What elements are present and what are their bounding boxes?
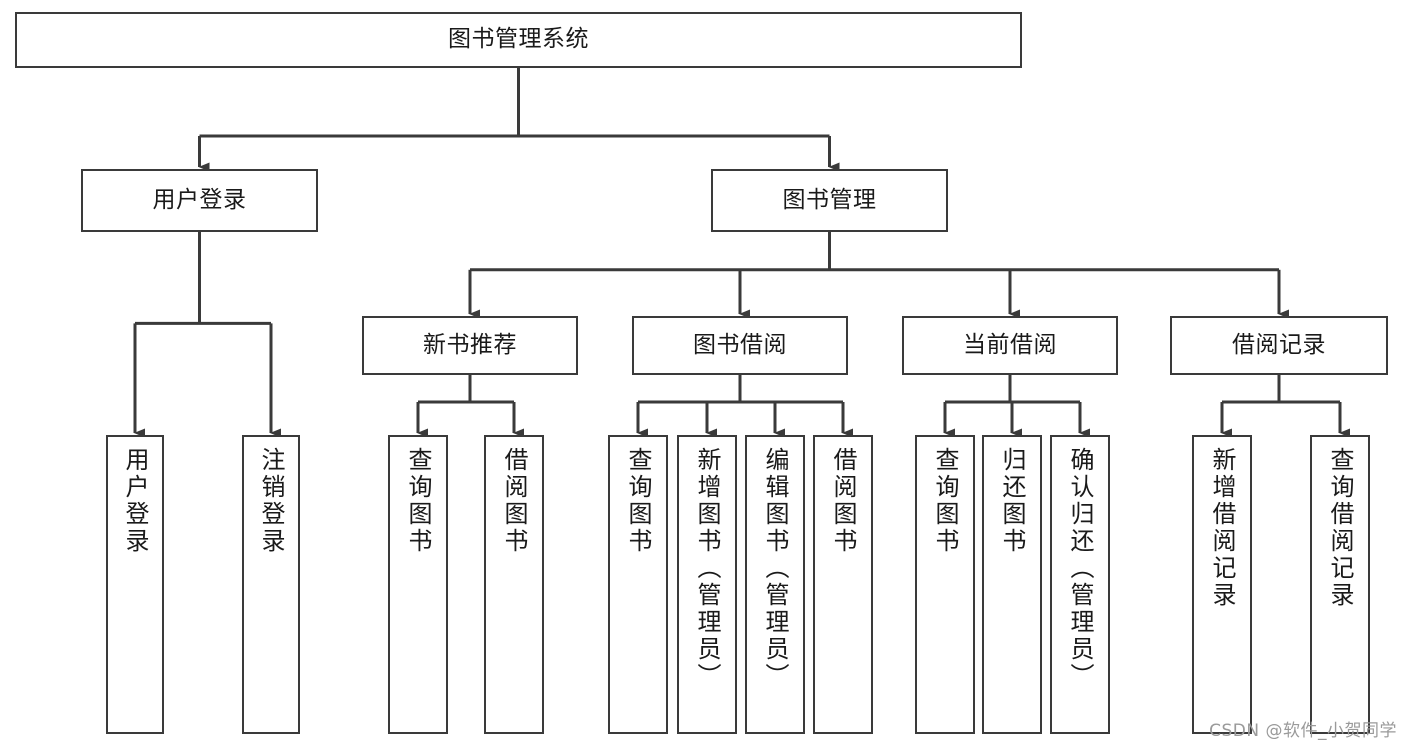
leaf-node-edit-book-admin[interactable]: 编辑图书（管理员） <box>745 435 805 734</box>
watermark-text: CSDN @软件_小贺同学 <box>1209 721 1397 741</box>
leaf-node-user-login[interactable]: 用户登录 <box>106 435 164 734</box>
node-label: 借阅图书 <box>829 447 857 555</box>
node-book-management[interactable]: 图书管理 <box>711 169 948 232</box>
node-label: 当前借阅 <box>963 331 1057 358</box>
node-label: 查询图书 <box>624 447 652 555</box>
node-label: 查询图书 <box>404 447 432 555</box>
node-label: 图书借阅 <box>693 331 787 358</box>
node-label: 用户登录 <box>121 447 149 555</box>
leaf-node-borrow-book-1[interactable]: 借阅图书 <box>484 435 544 734</box>
node-label: 注销登录 <box>257 447 285 555</box>
node-label: 图书管理 <box>782 186 877 213</box>
node-label: 借阅图书 <box>500 447 528 555</box>
node-label: 用户登录 <box>152 186 247 213</box>
node-label: 查询图书 <box>931 447 959 555</box>
node-book-borrowing[interactable]: 图书借阅 <box>632 316 848 375</box>
node-label: 确认归还（管理员） <box>1066 447 1094 690</box>
node-borrowing-record[interactable]: 借阅记录 <box>1170 316 1388 375</box>
node-label: 查询借阅记录 <box>1326 447 1354 609</box>
node-label: 编辑图书（管理员） <box>761 447 789 690</box>
node-label: 新增图书（管理员） <box>693 447 721 690</box>
leaf-node-confirm-return-admin[interactable]: 确认归还（管理员） <box>1050 435 1110 734</box>
leaf-node-query-borrow-record[interactable]: 查询借阅记录 <box>1310 435 1370 734</box>
node-label: 归还图书 <box>998 447 1026 555</box>
node-label: 图书管理系统 <box>448 26 589 53</box>
node-root-system[interactable]: 图书管理系统 <box>15 12 1022 68</box>
leaf-node-add-book-admin[interactable]: 新增图书（管理员） <box>677 435 737 734</box>
leaf-node-borrow-book-2[interactable]: 借阅图书 <box>813 435 873 734</box>
node-user-login[interactable]: 用户登录 <box>81 169 318 232</box>
node-label: 借阅记录 <box>1232 331 1326 358</box>
node-label: 新增借阅记录 <box>1208 447 1236 609</box>
leaf-node-user-logout[interactable]: 注销登录 <box>242 435 300 734</box>
leaf-node-return-book[interactable]: 归还图书 <box>982 435 1042 734</box>
node-current-borrowing[interactable]: 当前借阅 <box>902 316 1118 375</box>
leaf-node-query-book-1[interactable]: 查询图书 <box>388 435 448 734</box>
node-new-book-recommendation[interactable]: 新书推荐 <box>362 316 578 375</box>
leaf-node-query-book-3[interactable]: 查询图书 <box>915 435 975 734</box>
node-label: 新书推荐 <box>423 331 517 358</box>
leaf-node-query-book-2[interactable]: 查询图书 <box>608 435 668 734</box>
leaf-node-add-borrow-record[interactable]: 新增借阅记录 <box>1192 435 1252 734</box>
